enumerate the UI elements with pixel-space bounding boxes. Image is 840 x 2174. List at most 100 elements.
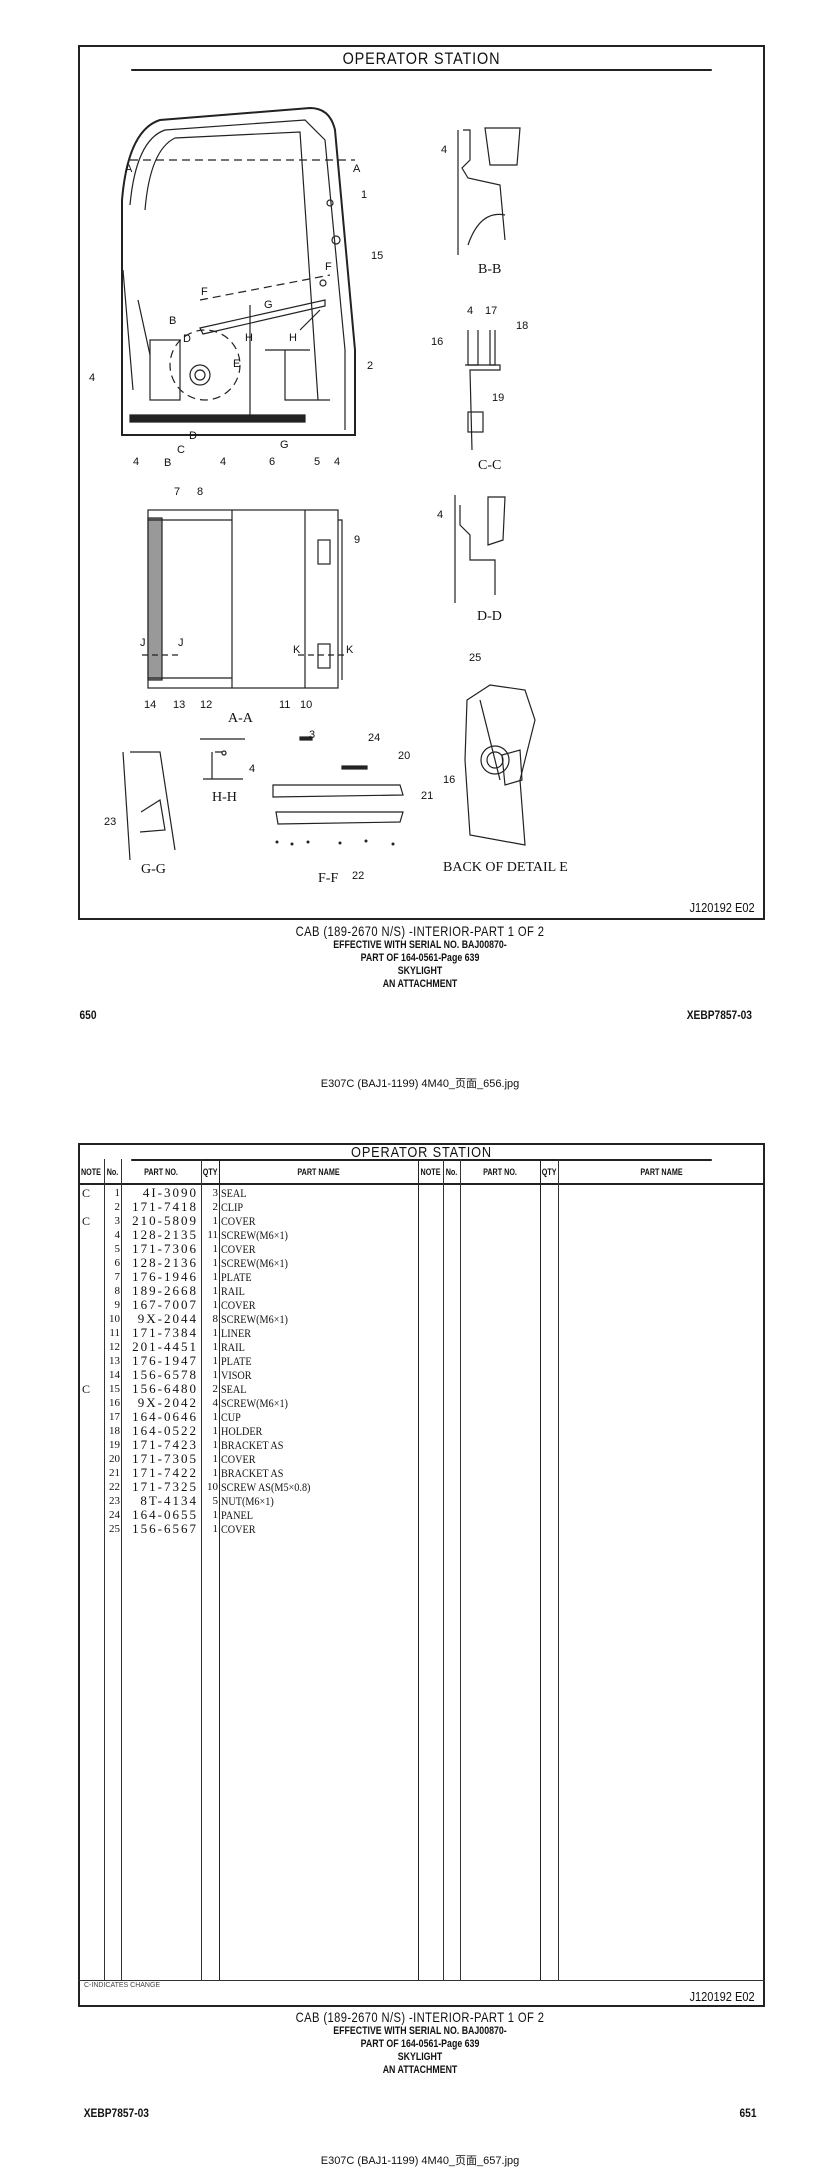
section-marker-d: D (183, 333, 191, 345)
cab-main-view (121, 106, 356, 436)
part-qty: 1 (212, 1299, 219, 1311)
part-note (82, 1466, 102, 1480)
section-hh-view (200, 738, 245, 780)
section-aa-view (142, 509, 348, 689)
callout-20: 20 (398, 750, 411, 762)
part-qty: 2 (212, 1201, 219, 1213)
part-qty: 1 (212, 1411, 219, 1423)
part-note (82, 1410, 102, 1424)
section-marker-b: B (169, 315, 177, 327)
part-note (82, 1522, 102, 1536)
file-name: E307C (BAJ1-1199) 4M40_页面_656.jpg (320, 1078, 520, 1090)
part-number: 9X-2042 (137, 1395, 198, 1410)
part-qty: 1 (212, 1215, 219, 1227)
column-header-note: NOTE (420, 1167, 441, 1177)
section-gg-label: G-G (141, 862, 166, 877)
part-index: 4 (114, 1229, 121, 1241)
part-number: 9X-2044 (137, 1311, 198, 1326)
part-name: COVER (221, 1452, 256, 1466)
caption-line: SKYLIGHT (397, 2051, 443, 2063)
part-name: HOLDER (221, 1424, 263, 1438)
section-marker-f: F (201, 286, 208, 298)
part-qty: 2 (212, 1383, 219, 1395)
part-index: 1 (114, 1187, 121, 1199)
back-of-detail-e-label: BACK OF DETAIL E (443, 860, 568, 875)
section-bb-label: B-B (478, 262, 502, 277)
diagram-callouts: A A 1 15 F F G B D H H E 4 2 4 4 6 5 4 B… (0, 0, 840, 930)
exploded-parts-diagram (121, 106, 536, 861)
column-header-qty: QTY. (541, 1167, 556, 1177)
part-note (82, 1326, 102, 1340)
page-title: OPERATOR STATION (131, 47, 712, 71)
part-index: 6 (114, 1257, 121, 1269)
part-number: 8T-4134 (140, 1493, 198, 1508)
part-name: VISOR (221, 1368, 252, 1382)
section-ff-label: F-F (318, 871, 339, 886)
part-note (82, 1396, 102, 1410)
part-qty: 1 (212, 1523, 219, 1535)
part-qty: 1 (212, 1453, 219, 1465)
column-header-no: No. (106, 1167, 119, 1177)
column-header-no: No. (445, 1167, 458, 1177)
section-cc-label: C-C (478, 458, 502, 473)
section-marker-f: F (325, 261, 332, 273)
part-name: COVER (221, 1298, 256, 1312)
part-name: SEAL (221, 1186, 247, 1200)
part-number: 201-4451 (132, 1339, 198, 1354)
section-cc-view (465, 330, 501, 451)
part-note (82, 1270, 102, 1284)
callout-4: 4 (220, 456, 227, 468)
caption-line: AN ATTACHMENT (382, 2064, 458, 2076)
section-marker-j: J (178, 637, 184, 649)
doc-code: XEBP7857-03 (83, 2106, 149, 2120)
part-name: SCREW(M6×1) (221, 1396, 288, 1410)
column-header-part-no: PART NO. (483, 1167, 517, 1177)
callout-3: 3 (309, 729, 316, 741)
callout-4: 4 (441, 144, 448, 156)
part-qty: 1 (212, 1257, 219, 1269)
section-gg-view (122, 751, 176, 861)
column-divider (540, 1159, 541, 1980)
part-note (82, 1508, 102, 1522)
part-number: 128-2136 (132, 1255, 198, 1270)
drawing-id: J120192 E02 (689, 1989, 755, 2004)
part-name: PLATE (221, 1354, 252, 1368)
part-note (82, 1298, 102, 1312)
part-number: 171-7422 (132, 1465, 198, 1480)
section-marker-k: K (293, 644, 301, 656)
part-number: 176-1947 (132, 1353, 198, 1368)
part-qty: 4 (212, 1397, 219, 1409)
caption-title: CAB (189-2670 N/S) -INTERIOR-PART 1 OF 2 (295, 2009, 545, 2025)
file-name: E307C (BAJ1-1199) 4M40_页面_657.jpg (320, 2155, 520, 2167)
part-number: 156-6567 (132, 1521, 198, 1536)
column-divider (121, 1159, 122, 1980)
part-name: SCREW(M6×1) (221, 1228, 288, 1242)
part-number: 210-5809 (132, 1213, 198, 1228)
column-header-part-name: PART NAME (297, 1167, 340, 1177)
callout-2: 2 (367, 360, 374, 372)
section-marker-b: B (164, 457, 172, 469)
part-note: C (82, 1186, 91, 1200)
legend-note: C-INDICATES CHANGE (84, 1982, 161, 1989)
part-qty: 1 (212, 1369, 219, 1381)
callout-4: 4 (89, 372, 96, 384)
part-qty: 5 (212, 1495, 219, 1507)
part-number: 167-7007 (132, 1297, 198, 1312)
part-qty: 1 (212, 1425, 219, 1437)
part-index: 15 (109, 1383, 120, 1395)
part-index: 10 (109, 1313, 120, 1325)
part-index: 19 (109, 1439, 120, 1451)
section-marker-a: A (125, 163, 133, 175)
part-index: 14 (109, 1369, 120, 1381)
callout-4: 4 (437, 509, 444, 521)
part-note (82, 1438, 102, 1452)
part-qty: 3 (212, 1187, 219, 1199)
part-qty: 1 (212, 1327, 219, 1339)
section-ff-view (272, 736, 404, 846)
caption-line: PART OF 164-0561-Page 639 (360, 952, 480, 964)
part-note (82, 1284, 102, 1298)
section-marker-a: A (353, 163, 361, 175)
column-divider (418, 1159, 419, 1980)
part-index: 17 (109, 1411, 120, 1423)
part-name: BRACKET AS (221, 1438, 284, 1452)
